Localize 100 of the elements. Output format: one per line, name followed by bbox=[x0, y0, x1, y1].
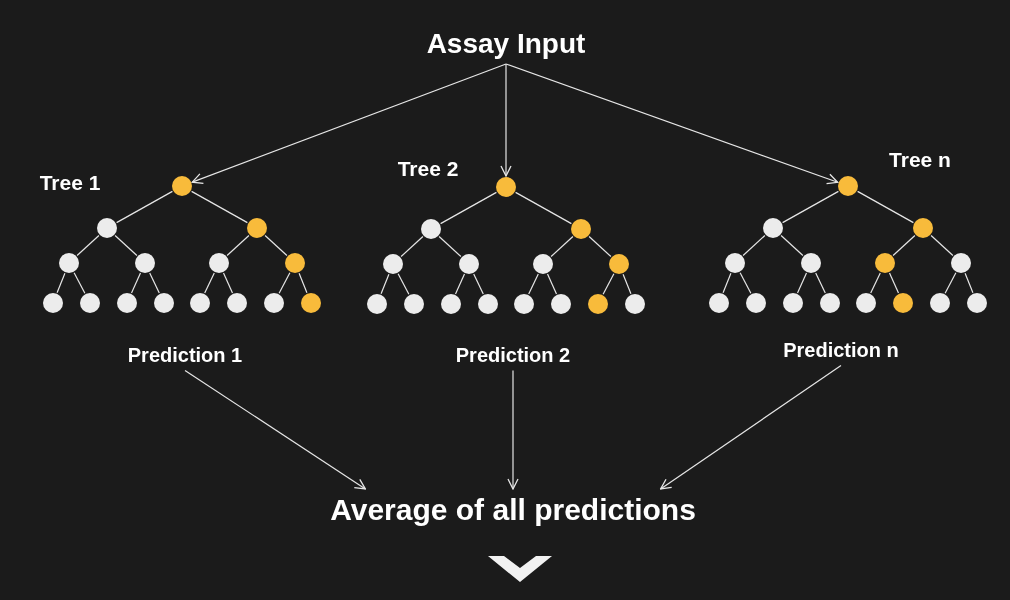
tree-node-circle bbox=[838, 176, 858, 196]
tree-branch-line bbox=[56, 272, 66, 294]
tree-branch-line bbox=[892, 234, 916, 257]
tree-branch-line bbox=[298, 272, 308, 294]
tree-node-circle bbox=[383, 254, 403, 274]
tree-branch-line bbox=[888, 272, 900, 294]
tree-branch-line bbox=[588, 235, 612, 258]
tree-node-circle bbox=[725, 253, 745, 273]
tree-node-circle bbox=[746, 293, 766, 313]
tree-node-circle bbox=[247, 218, 267, 238]
tree-branch-line bbox=[930, 234, 954, 257]
tree-branch-line bbox=[622, 273, 632, 295]
tree-branch-line bbox=[857, 190, 914, 224]
tree-node-circle bbox=[97, 218, 117, 238]
tree-node-circle bbox=[190, 293, 210, 313]
tree-node-circle bbox=[59, 253, 79, 273]
tree-branch-line bbox=[149, 272, 160, 294]
result-label: Average of all predictions bbox=[330, 493, 696, 527]
tree-node-circle bbox=[43, 293, 63, 313]
tree-node-circle bbox=[478, 294, 498, 314]
tree-branch-line bbox=[515, 191, 572, 225]
tree-branch-line bbox=[400, 235, 424, 258]
input-title: Assay Input bbox=[426, 28, 586, 60]
tree-node-circle bbox=[80, 293, 100, 313]
tree-branch-line bbox=[964, 272, 974, 294]
tree-branch-line bbox=[73, 272, 86, 294]
tree-branch-line bbox=[454, 273, 466, 295]
tree-branch-line bbox=[528, 273, 539, 295]
tree-node-circle bbox=[709, 293, 729, 313]
tree-branch-line bbox=[130, 272, 142, 294]
tree-branch-line bbox=[264, 234, 288, 257]
tree-node-circle bbox=[801, 253, 821, 273]
tree-node-circle bbox=[421, 219, 441, 239]
tree-node-circle bbox=[441, 294, 461, 314]
tree-branch-line bbox=[440, 191, 497, 225]
prediction-label: Prediction 2 bbox=[455, 343, 571, 367]
arrow bbox=[505, 63, 839, 185]
tree-branch-line bbox=[204, 272, 215, 294]
tree-node-circle bbox=[588, 294, 608, 314]
arrow bbox=[184, 369, 367, 490]
tree-label: Tree 1 bbox=[39, 171, 101, 195]
tree-node-circle bbox=[301, 293, 321, 313]
tree-branch-line bbox=[870, 272, 881, 294]
tree-node-circle bbox=[551, 294, 571, 314]
tree-node-circle bbox=[154, 293, 174, 313]
tree-branch-line bbox=[222, 272, 234, 294]
tree-node-circle bbox=[533, 254, 553, 274]
arrow bbox=[500, 63, 512, 177]
arrow bbox=[191, 63, 507, 184]
tree-branch-line bbox=[438, 235, 462, 258]
tree-node-circle bbox=[367, 294, 387, 314]
tree-branch-line bbox=[191, 190, 248, 224]
tree-branch-line bbox=[116, 190, 173, 224]
tree-branch-line bbox=[226, 234, 250, 257]
tree-node-circle bbox=[404, 294, 424, 314]
tree-node-circle bbox=[856, 293, 876, 313]
tree-node-circle bbox=[264, 293, 284, 313]
tree-branch-line bbox=[114, 234, 138, 257]
tree-branch-line bbox=[602, 273, 615, 295]
tree-node-circle bbox=[285, 253, 305, 273]
tree-branch-line bbox=[397, 273, 410, 295]
tree-branch-line bbox=[550, 235, 574, 258]
tree-node-circle bbox=[875, 253, 895, 273]
tree-branch-line bbox=[722, 272, 732, 294]
tree-label: Tree n bbox=[889, 148, 951, 172]
tree-node-circle bbox=[209, 253, 229, 273]
tree-branch-line bbox=[944, 272, 957, 294]
tree-node-circle bbox=[820, 293, 840, 313]
tree-branch-line bbox=[278, 272, 291, 294]
tree-node-circle bbox=[913, 218, 933, 238]
tree-branch-line bbox=[380, 273, 390, 295]
tree-branch-line bbox=[796, 272, 808, 294]
tree-node-circle bbox=[135, 253, 155, 273]
tree-node-circle bbox=[514, 294, 534, 314]
tree-node-circle bbox=[893, 293, 913, 313]
tree-node-circle bbox=[625, 294, 645, 314]
tree-node-circle bbox=[117, 293, 137, 313]
tree-node-circle bbox=[459, 254, 479, 274]
tree-branch-line bbox=[546, 273, 558, 295]
tree-branch-line bbox=[473, 273, 484, 295]
tree-branch-line bbox=[76, 234, 100, 257]
tree-node-circle bbox=[571, 219, 591, 239]
tree-node-circle bbox=[227, 293, 247, 313]
tree-branch-line bbox=[742, 234, 766, 257]
arrow bbox=[659, 364, 842, 490]
tree-node-circle bbox=[763, 218, 783, 238]
tree-node-circle bbox=[930, 293, 950, 313]
arrow bbox=[507, 369, 519, 490]
prediction-label: Prediction 1 bbox=[127, 343, 243, 367]
tree-node-circle bbox=[967, 293, 987, 313]
tree-node-circle bbox=[609, 254, 629, 274]
tree-branch-line bbox=[782, 190, 839, 224]
tree-node-circle bbox=[172, 176, 192, 196]
tree-label: Tree 2 bbox=[397, 157, 459, 181]
tree-node-circle bbox=[783, 293, 803, 313]
tree-branch-line bbox=[815, 272, 826, 294]
tree-node-circle bbox=[496, 177, 516, 197]
prediction-label: Prediction n bbox=[783, 338, 899, 362]
tree-branch-line bbox=[780, 234, 804, 257]
tree-node-circle bbox=[951, 253, 971, 273]
